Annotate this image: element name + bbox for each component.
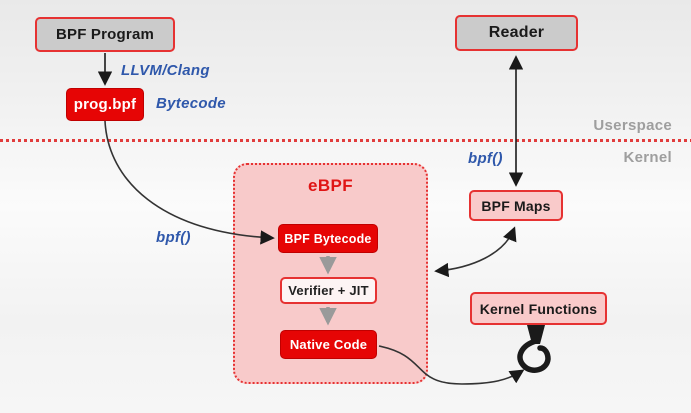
llvm-clang-label: LLVM/Clang <box>121 62 210 79</box>
bpf-maps-node: BPF Maps <box>469 190 563 221</box>
bytecode-label: Bytecode <box>156 95 226 112</box>
bpf-bytecode-node: BPF Bytecode <box>278 224 378 253</box>
kernel-functions-node: Kernel Functions <box>470 292 607 325</box>
kernel-region-label: Kernel <box>623 149 672 166</box>
prog-bpf-node: prog.bpf <box>66 88 144 121</box>
userspace-kernel-divider <box>0 139 691 142</box>
native-code-node: Native Code <box>280 330 377 359</box>
kernel-hook-icon <box>517 325 551 373</box>
userspace-region-label: Userspace <box>593 117 672 134</box>
reader-node: Reader <box>455 15 578 51</box>
bpf-syscall-label-right: bpf() <box>468 150 503 167</box>
verifier-jit-node: Verifier + JIT <box>280 277 377 304</box>
bpf-syscall-label-left: bpf() <box>156 229 191 246</box>
arrow-ebpf-bpfmaps <box>434 226 517 278</box>
bpf-program-node: BPF Program <box>35 17 175 52</box>
ebpf-container-title: eBPF <box>307 176 354 195</box>
